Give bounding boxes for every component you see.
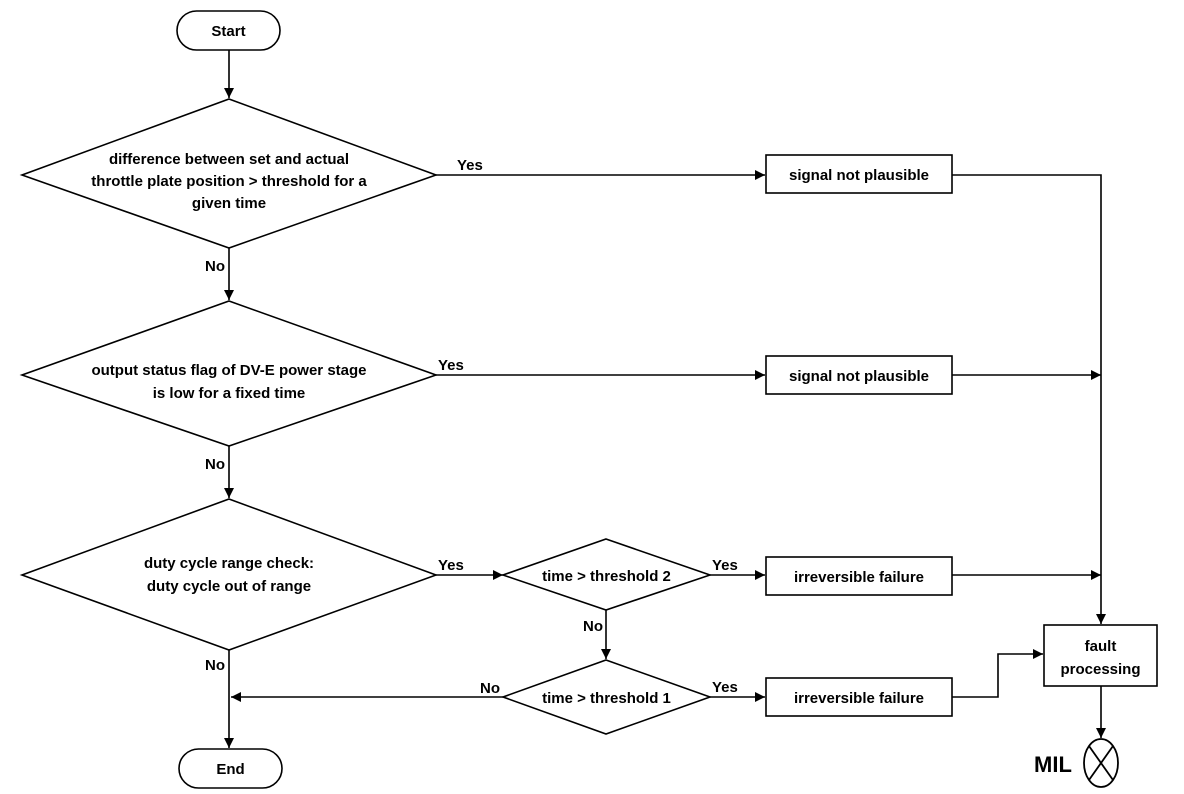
- no-label: No: [205, 456, 225, 473]
- fault-label-line: fault: [1085, 638, 1117, 655]
- yes-label: Yes: [712, 557, 738, 574]
- start-label: Start: [211, 23, 245, 40]
- no-label: No: [205, 258, 225, 275]
- process-signal-not-plausible-2: signal not plausible: [765, 355, 953, 395]
- no-label: No: [583, 618, 603, 635]
- fault-label-line: processing: [1060, 661, 1140, 678]
- process-label: signal not plausible: [789, 167, 929, 184]
- process-label: signal not plausible: [789, 368, 929, 385]
- lamp-icon: [1083, 738, 1119, 788]
- end-terminal: End: [178, 748, 283, 789]
- decision-text-line: time > threshold 1: [542, 690, 671, 707]
- yes-label: Yes: [712, 679, 738, 696]
- arrow-p1-to-fault: [952, 174, 1106, 624]
- decision-duty-cycle-range: duty cycle range check: duty cycle out o…: [19, 498, 439, 651]
- process-irreversible-failure-2: irreversible failure: [765, 677, 953, 717]
- decision-threshold-2: time > threshold 2: [500, 538, 713, 611]
- branch-labels: Yes Yes Yes Yes Yes No No No No No: [205, 157, 738, 697]
- decision-text-line: given time: [192, 195, 266, 212]
- decision-throttle-difference: difference between set and actual thrott…: [19, 98, 439, 249]
- yes-label: Yes: [457, 157, 483, 174]
- mil-label: MIL: [1034, 752, 1072, 777]
- mil-indicator: MIL: [1034, 738, 1119, 788]
- decision-text-line: is low for a fixed time: [153, 385, 306, 402]
- no-label: No: [205, 657, 225, 674]
- decision-text-line: throttle plate position > threshold for …: [91, 173, 367, 190]
- decision-text-line: difference between set and actual: [109, 151, 349, 168]
- process-label: irreversible failure: [794, 569, 924, 586]
- connectors: [224, 50, 1106, 748]
- decision-text-line: duty cycle range check:: [144, 555, 314, 572]
- process-irreversible-failure-1: irreversible failure: [765, 556, 953, 596]
- decision-text-line: output status flag of DV-E power stage: [91, 362, 366, 379]
- decision-text-line: duty cycle out of range: [147, 578, 311, 595]
- start-terminal: Start: [176, 10, 281, 51]
- arrow-p4-to-fault: [952, 649, 1043, 698]
- process-label: irreversible failure: [794, 690, 924, 707]
- decision-text-line: time > threshold 2: [542, 568, 671, 585]
- process-fault-processing: fault processing: [1043, 624, 1158, 687]
- process-signal-not-plausible-1: signal not plausible: [765, 154, 953, 194]
- no-label: No: [480, 680, 500, 697]
- yes-label: Yes: [438, 557, 464, 574]
- decision-threshold-1: time > threshold 1: [500, 659, 713, 735]
- end-label: End: [216, 761, 244, 778]
- yes-label: Yes: [438, 357, 464, 374]
- decision-power-stage-flag: output status flag of DV-E power stage i…: [19, 300, 439, 447]
